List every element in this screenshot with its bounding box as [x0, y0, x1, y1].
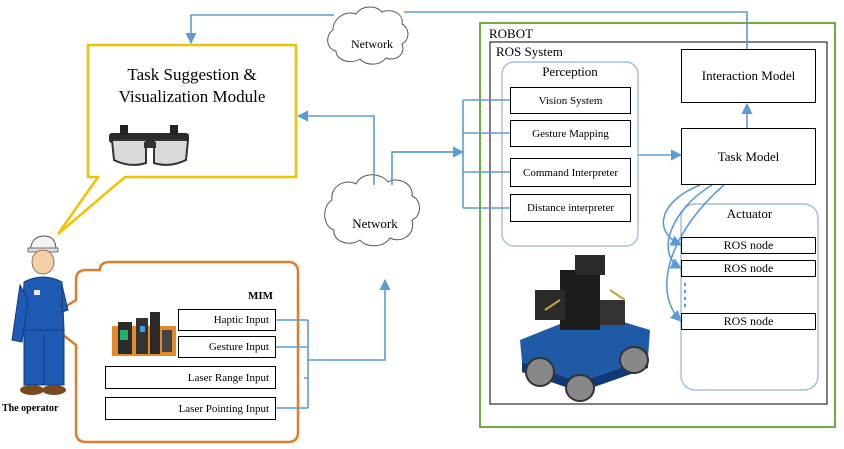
gesture-input-box: Gesture Input	[178, 336, 276, 358]
vision-system-box: Vision System	[510, 87, 631, 114]
mim-device-icon	[112, 312, 176, 356]
ros-system-title: ROS System	[496, 44, 563, 59]
ros-node-1: ROS node	[681, 237, 816, 254]
ros-node-2: ROS node	[681, 260, 816, 277]
laser-pointing-input-box: Laser Pointing Input	[105, 397, 276, 420]
ar-glasses-icon	[109, 125, 190, 166]
command-interpreter-box: Command Interpreter	[510, 158, 631, 187]
distance-interpreter-box: Distance interpreter	[510, 194, 631, 222]
haptic-input-box: Haptic Input	[178, 309, 276, 331]
actuator-frame	[680, 203, 819, 391]
ros-node-3: ROS node	[681, 313, 816, 330]
network-cloud-mid	[324, 174, 420, 247]
perception-frame	[501, 61, 639, 247]
operator-label: The operator	[2, 403, 59, 414]
gesture-mapping-box: Gesture Mapping	[510, 120, 631, 147]
robot-frame	[479, 22, 836, 428]
network-mid-label: Network	[352, 216, 398, 231]
robot-title: ROBOT	[489, 26, 534, 41]
mim-title: MIM	[248, 290, 274, 302]
task-module-title-line1: Task Suggestion &	[127, 65, 257, 84]
network-cloud-top	[327, 6, 409, 65]
task-module-title: Task Suggestion & Visualization Module	[96, 64, 288, 108]
robot-icon	[520, 255, 650, 402]
task-module-title-line2: Visualization Module	[118, 87, 266, 106]
perception-title: Perception	[542, 64, 598, 79]
laser-range-input-box: Laser Range Input	[105, 366, 276, 389]
interaction-model-box: Interaction Model	[681, 49, 816, 103]
ros-node-ellipsis	[684, 283, 686, 307]
actuator-title: Actuator	[726, 206, 773, 221]
operator-icon	[11, 235, 69, 395]
task-model-box: Task Model	[681, 128, 816, 185]
ros-system-frame	[489, 41, 828, 405]
connector-lines	[185, 11, 753, 409]
network-top-label: Network	[351, 37, 393, 51]
